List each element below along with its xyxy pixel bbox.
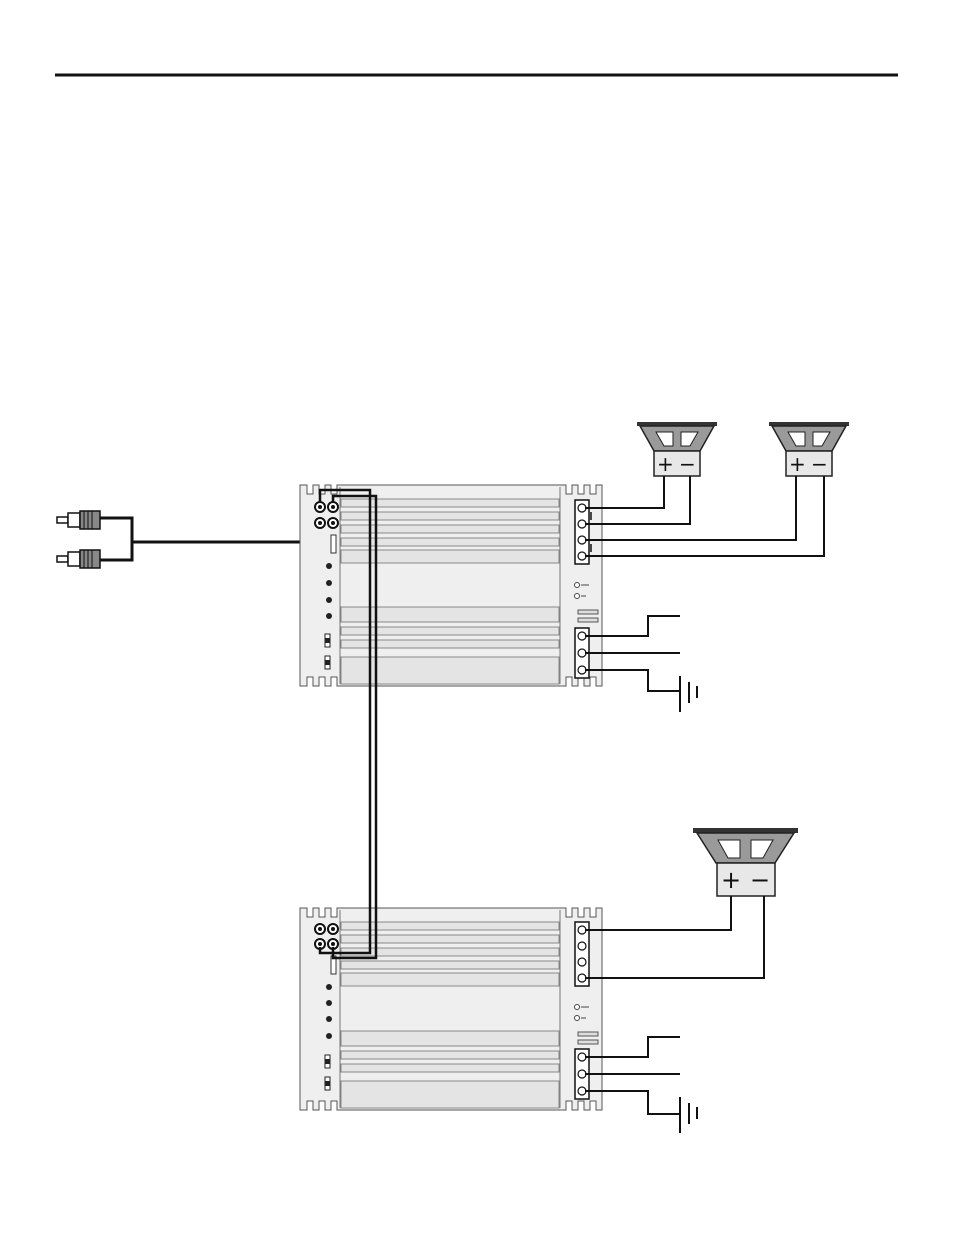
speaker-icon <box>693 828 798 896</box>
ground-symbol-icon <box>680 676 697 712</box>
ground-symbol-icon <box>680 1097 697 1133</box>
speaker-wires <box>585 476 824 978</box>
speaker-minus-label: − <box>750 866 770 894</box>
speaker-plus-label: + <box>657 452 674 476</box>
amplifier-bottom <box>300 908 602 1110</box>
amplifier-top <box>300 485 602 686</box>
input-switch <box>331 535 336 553</box>
speaker-top-left: + − <box>637 422 717 476</box>
speaker-top-right: + − <box>769 422 849 476</box>
speaker-minus-label: − <box>679 452 696 476</box>
rca-plug-icon <box>57 550 100 568</box>
speaker-bottom: + − <box>693 828 798 896</box>
speaker-plus-label: + <box>789 452 806 476</box>
speaker-terminal-block <box>575 922 589 986</box>
speaker-terminal-block <box>575 500 589 564</box>
speaker-minus-label: − <box>811 452 828 476</box>
rca-plug-icon <box>57 511 100 529</box>
speaker-icon <box>769 422 849 476</box>
speaker-plus-label: + <box>721 866 741 894</box>
rca-input-plugs <box>57 511 100 568</box>
rca-input-cable <box>100 518 333 560</box>
speaker-icon <box>637 422 717 476</box>
